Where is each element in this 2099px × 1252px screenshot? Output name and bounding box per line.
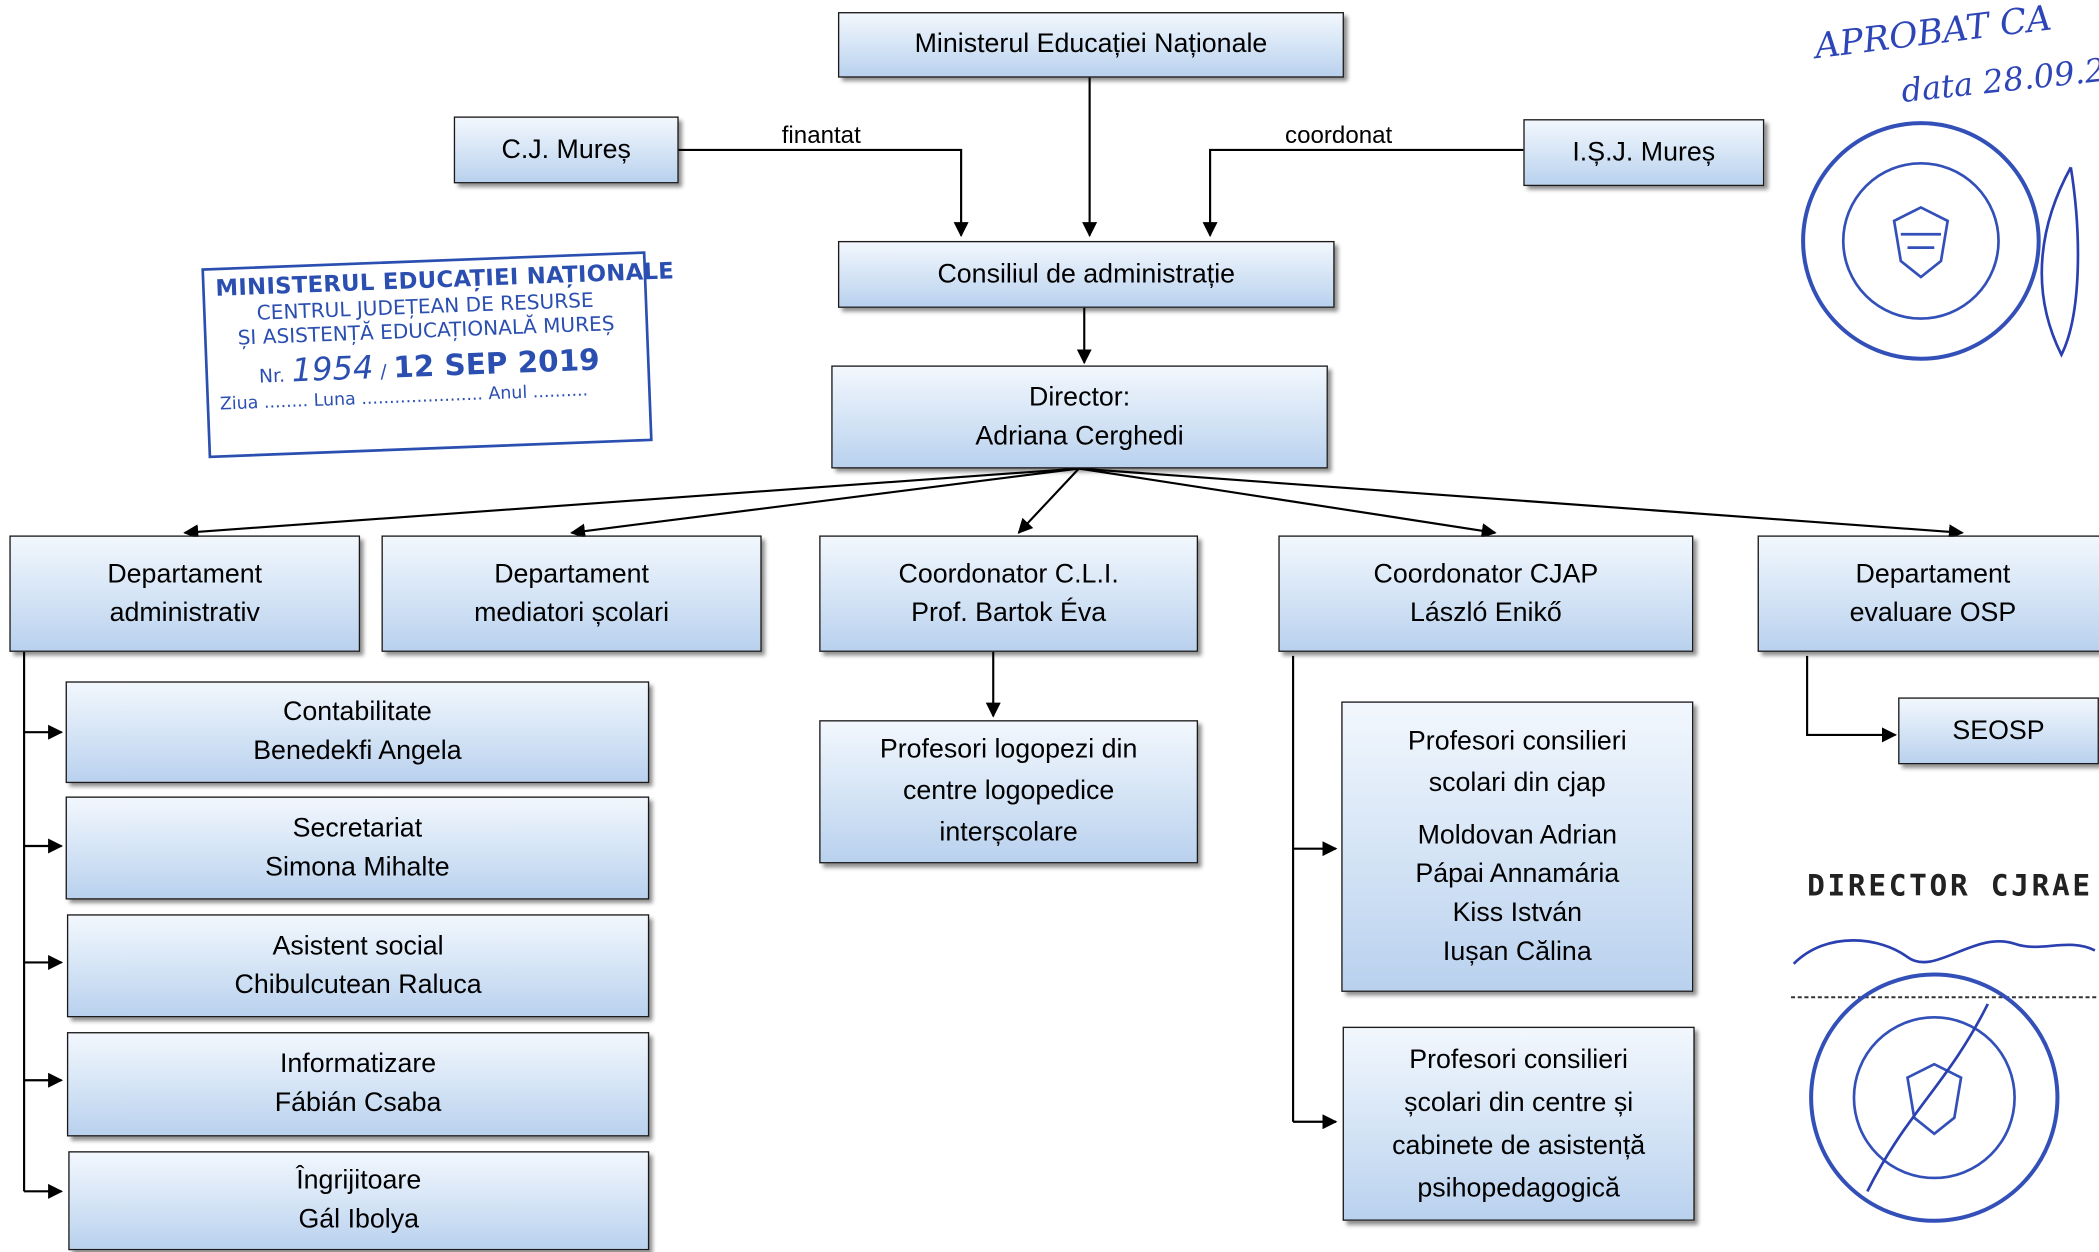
arrow-osp-seosp [1806,655,1897,743]
svg-text:data 28.09.2: data 28.09.2 [1900,51,2099,107]
stamp-ziua: Ziua [219,393,259,415]
counselor-name: Moldovan Adrian [1417,820,1618,851]
arrow-director-cjap [1078,467,1497,539]
centre-line: Profesori consilieri [1409,1044,1628,1075]
admin-unit-ingrijitoare: Îngrijitoare Gál Ibolya [68,1151,650,1251]
admin-unit-asistent-social: Asistent social Chibulcutean Raluca [66,914,650,1018]
admin-unit-name: Gál Ibolya [298,1204,420,1235]
department-line1: Coordonator CJAP [1373,558,1599,589]
stamp-nr-label: Nr. [258,365,286,388]
admin-unit-informatizare: Informatizare Fábián Csaba [66,1032,650,1137]
logopedic-box: Profesori logopezi din centre logopedice… [819,720,1199,864]
arrow-isj-council [1202,148,1524,238]
registration-stamp: MINISTERUL EDUCAȚIEI NAȚIONALE CENTRUL J… [201,251,675,459]
counselor-name: Iușan Călina [1442,937,1592,967]
cj-mures-label: C.J. Mureș [501,134,631,164]
admin-unit-title: Asistent social [272,930,444,961]
arrow-director-mediators [570,467,1080,539]
centre-line: psihopedagogică [1417,1173,1620,1203]
svg-text:APROBAT CA: APROBAT CA [1810,0,2054,67]
department-line1: Departament [494,558,649,589]
department-line2: László Enikő [1409,597,1562,628]
centre-counselors-box: Profesori consilieri școlari din centre … [1342,1026,1695,1221]
cj-mures-box: C.J. Mureș [453,116,679,184]
label-finantat: finantat [781,121,861,149]
stamp-nr-value: 1954 [290,348,375,390]
centre-line: cabinete de asistență [1392,1130,1646,1160]
department-line2: Prof. Bartok Éva [911,597,1107,628]
director-box: Director: Adriana Cerghedi [831,365,1328,469]
stamp-anul: Anul [488,383,528,405]
signature-seal-icon [1791,939,2099,1223]
coordonator-cli-box: Coordonator C.L.I. Prof. Bartok Éva [819,535,1199,652]
admin-unit-name: Fábián Csaba [274,1088,442,1118]
department-line2: mediatori școlari [474,597,670,628]
department-mediatori-box: Departament mediatori școlari [381,535,762,652]
council-label: Consiliul de administrație [937,259,1236,289]
admin-unit-title: Îngrijitoare [296,1165,422,1196]
department-osp-box: Departament evaluare OSP [1757,535,2099,652]
council-box: Consiliul de administrație [837,240,1335,308]
admin-unit-title: Informatizare [279,1049,437,1079]
cjap-heading-line: scolari din cjap [1428,768,1606,798]
cjap-counselors-box: Profesori consilieri scolari din cjap Mo… [1341,701,1694,992]
director-cjrae-label: DIRECTOR CJRAE [1807,870,2093,904]
logopedic-line: Profesori logopezi din [879,734,1138,765]
arrow-director-admin [183,467,1079,540]
admin-unit-title: Secretariat [292,813,423,843]
ministry-box: Ministerul Educației Naționale [837,12,1344,78]
logopedic-line: centre logopedice [902,776,1115,806]
admin-unit-contabilitate: Contabilitate Benedekfi Angela [65,681,650,784]
stamp-date-value: 12 SEP 2019 [392,344,601,386]
director-name: Adriana Cerghedi [975,420,1184,451]
stamp-luna: Luna [313,389,357,412]
admin-unit-name: Simona Mihalte [265,852,450,882]
department-line1: Departament [1855,558,2011,589]
admin-unit-secretariat: Secretariat Simona Mihalte [65,796,650,900]
department-line1: Departament [107,558,263,589]
admin-unit-name: Chibulcutean Raluca [234,969,482,1000]
seosp-box: SEOSP [1898,697,2099,765]
arrow-director-cli [1017,467,1080,534]
counselor-name: Pápai Annamária [1415,859,1620,889]
department-line2: evaluare OSP [1849,597,2017,628]
admin-unit-title: Contabilitate [282,697,432,727]
seosp-label: SEOSP [1952,715,2045,745]
ministry-label: Ministerul Educației Naționale [914,29,1268,59]
admin-unit-name: Benedekfi Angela [253,736,462,766]
arrow-director-osp [1078,467,1964,540]
round-seal-icon [1801,121,2080,361]
isj-mures-label: I.Ș.J. Mureș [1572,137,1716,167]
counselor-name: Kiss István [1452,898,1583,928]
isj-mures-box: I.Ș.J. Mureș [1523,119,1765,187]
centre-line: școlari din centre și [1404,1087,1634,1118]
coordonator-cjap-box: Coordonator CJAP László Enikő [1278,535,1694,652]
cjap-heading-line: Profesori consilieri [1407,726,1627,757]
approval-note: APROBAT CA data 28.09.2 [1810,0,2099,107]
department-line1: Coordonator C.L.I. [898,558,1119,589]
department-administrativ-box: Departament administrativ [9,535,361,652]
label-coordonat: coordonat [1285,121,1393,149]
arrow-cj-council [678,148,969,238]
director-title: Director: [1028,382,1131,412]
logopedic-line: interșcolare [939,817,1078,848]
department-line2: administrativ [109,597,260,628]
